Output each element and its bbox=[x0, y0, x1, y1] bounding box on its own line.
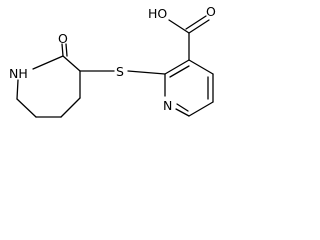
bond-cooh-oh bbox=[168, 19, 190, 34]
bond-c5py-c6py bbox=[188, 101, 214, 117]
bond-c3py-c4py bbox=[188, 59, 214, 75]
bond-c2-o-b bbox=[65, 43, 68, 57]
bond-c4-c5 bbox=[60, 97, 81, 118]
bond-n1-c2 bbox=[32, 55, 64, 70]
bond-cooh-o-a bbox=[188, 19, 210, 34]
bond-c2py-c3py-inner bbox=[169, 65, 190, 78]
thioether-sulfur-label: S bbox=[116, 64, 124, 79]
bond-c6-c7 bbox=[16, 98, 37, 118]
bond-c6py-n bbox=[175, 108, 190, 117]
bond-c2-c3 bbox=[62, 55, 81, 72]
bond-s-c2py bbox=[127, 70, 166, 75]
bond-c7-n1 bbox=[16, 79, 19, 100]
pyridine-nitrogen-label: N bbox=[163, 98, 172, 113]
lactam-nitrogen-label: NH bbox=[9, 66, 28, 81]
azepanone-ring bbox=[16, 43, 81, 118]
bond-c2py-c3py bbox=[164, 59, 190, 75]
bond-c2-o-a bbox=[61, 43, 64, 57]
bond-cooh-o-b bbox=[185, 15, 207, 30]
carbonyl-oxygen-label: O bbox=[58, 31, 68, 46]
carboxylic-acid-hydroxyl-label: HO bbox=[148, 6, 167, 21]
chemical-structure-diagram: O NH S N HO O bbox=[9, 4, 216, 118]
carboxylic-acid-group bbox=[168, 15, 210, 61]
carboxyl-oxygen-label: O bbox=[206, 4, 216, 19]
thioether-linkage bbox=[79, 70, 166, 75]
pyridine-ring bbox=[164, 59, 214, 117]
bond-c6py-n-inner bbox=[176, 103, 189, 112]
